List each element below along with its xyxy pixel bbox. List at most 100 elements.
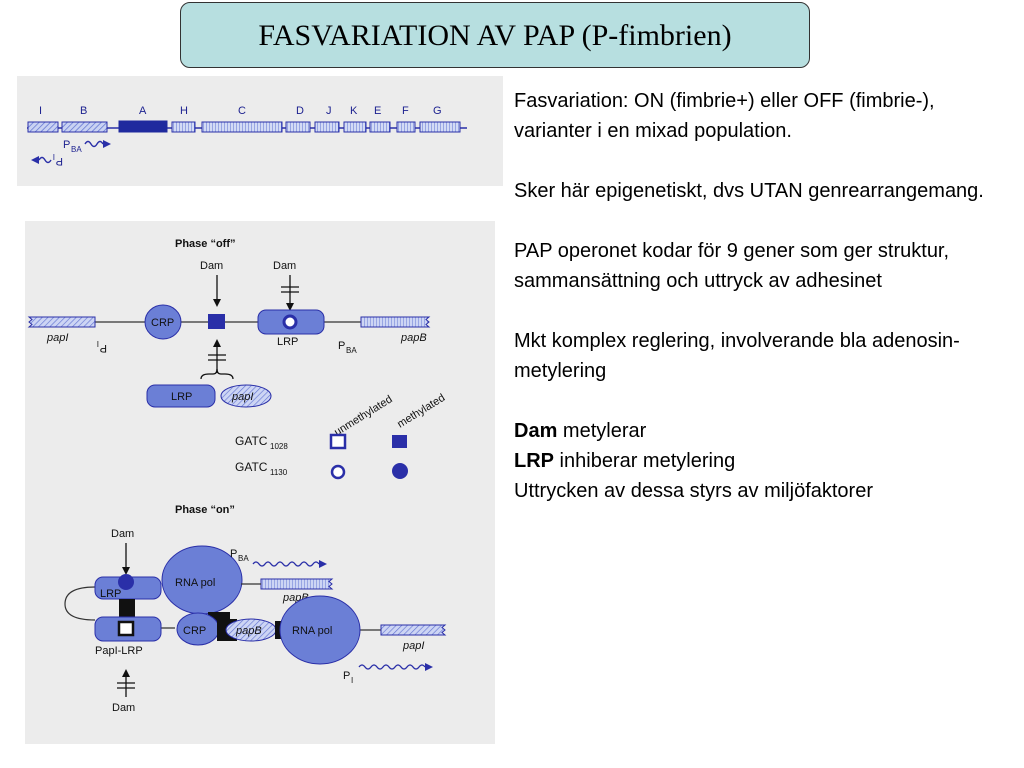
gene-box-e (369, 121, 391, 133)
gatc-unmethylated-on (117, 620, 135, 637)
phase-off-label: Phase “off” (175, 238, 236, 250)
gatc1130-methylated-symbol (392, 463, 408, 479)
promoter-pba-arrow (84, 140, 104, 148)
papi-protein-off (220, 384, 272, 408)
svg-text:P: P (338, 340, 345, 352)
rna-pol-bottom-label: RNA pol (292, 625, 332, 637)
gene-map-svg: I B A H C D J K E F G P BA (27, 105, 467, 167)
gene-box-b (61, 121, 108, 133)
gene-label-f: F (402, 105, 409, 117)
svg-text:1028: 1028 (270, 442, 288, 451)
gatc1028-unmethylated-symbol (329, 433, 347, 450)
papi-protein-label: papI (231, 391, 253, 403)
gatc1130-site-off (282, 314, 298, 330)
title-box: FASVARIATION AV PAP (P-fimbrien) (180, 2, 810, 68)
gene-box-a (118, 120, 168, 133)
svg-text:I: I (97, 339, 99, 348)
pba-label-off: P BA (338, 340, 357, 355)
gene-label-k: K (350, 105, 358, 117)
gene-label-d: D (296, 105, 304, 117)
pi-transcript-on (358, 664, 426, 670)
dam-rest: metylerar (557, 420, 647, 442)
gatc1028-methylated-symbol (392, 435, 407, 448)
gatc-methylated-on (118, 574, 134, 590)
dam-label-on-1: Dam (111, 528, 134, 540)
promoter-pi-label: P I (53, 152, 63, 167)
papi-lrp-label: PapI-LRP (95, 645, 143, 657)
gatc1130-label: GATC 1130 (235, 460, 288, 477)
gene-label-j: J (326, 105, 332, 117)
gene-label-g: G (433, 105, 442, 117)
svg-text:P: P (56, 155, 63, 167)
gene-label-i: I (39, 105, 42, 117)
dna-loop (64, 586, 96, 621)
papb-gene-off (360, 316, 431, 328)
gene-box-j (314, 121, 340, 133)
gene-box-h (171, 121, 196, 133)
svg-text:P: P (230, 548, 237, 560)
lrp-label-on: LRP (100, 588, 121, 600)
gene-box-f (396, 121, 416, 133)
pi-label-on: P I (343, 670, 353, 685)
svg-text:BA: BA (346, 346, 357, 355)
papi-label-off: papI (46, 332, 68, 344)
unmethylated-label: unmethylated (332, 393, 394, 438)
svg-text:P: P (63, 139, 70, 151)
svg-text:1130: 1130 (270, 468, 288, 477)
papb-label-off: papB (400, 332, 427, 344)
papb-protein-label: papB (235, 625, 262, 637)
line-lrp: LRP inhiberar metylering (514, 446, 1014, 476)
pba-label-on: P BA (230, 548, 249, 563)
gene-box-k (343, 121, 367, 133)
dam-bold: Dam (514, 420, 558, 442)
gatc1028-label: GATC 1028 (235, 434, 288, 451)
dam-label-off-2: Dam (273, 260, 296, 272)
papi-gene-on (380, 624, 447, 636)
svg-text:P: P (343, 670, 350, 682)
papi-label-on: papI (402, 640, 424, 652)
svg-text:GATC: GATC (235, 460, 268, 474)
regulation-diagram-svg: Phase “off” Dam Dam papI papB P I CRP LR… (27, 238, 447, 714)
gene-label-b: B (80, 105, 87, 117)
gatc1130-unmethylated-symbol (330, 464, 346, 480)
promoter-pi-arrowhead (31, 156, 39, 164)
svg-text:BA: BA (238, 554, 249, 563)
lrp-bold: LRP (514, 450, 554, 472)
svg-text:I: I (351, 676, 353, 685)
methylated-label: methylated (395, 392, 447, 431)
svg-text:I: I (53, 152, 55, 161)
crp-off (144, 304, 182, 340)
promoter-pi-arrow (38, 156, 52, 164)
gene-label-h: H (180, 105, 188, 117)
lrp-dimer-bridge (119, 599, 135, 619)
lrp-bound-label: LRP (171, 391, 192, 403)
svg-text:P: P (100, 342, 107, 354)
slide-title: FASVARIATION AV PAP (P-fimbrien) (258, 19, 732, 52)
crp-label-off: CRP (151, 317, 174, 329)
lrp-label-off: LRP (277, 336, 298, 348)
dam-label-on-2: Dam (112, 702, 135, 714)
paragraph-epigenetic: Sker här epigenetiskt, dvs UTAN genrearr… (514, 180, 984, 202)
gene-label-a: A (139, 105, 147, 117)
gene-label-c: C (238, 105, 246, 117)
gatc1028-site-off (208, 314, 225, 329)
line-environment: Uttrycken av dessa styrs av miljöfaktore… (514, 480, 873, 502)
pi-label-off: P I (97, 339, 107, 354)
body-text: Fasvariation: ON (fimbrie+) eller OFF (f… (514, 86, 1014, 506)
gene-map-panel: I B A H C D J K E F G P BA (17, 76, 503, 186)
gene-box-i (27, 121, 59, 133)
pba-transcript-on (252, 561, 320, 567)
gene-box-g (419, 121, 461, 133)
rna-pol-top-label: RNA pol (175, 577, 215, 589)
gene-box-d (285, 121, 311, 133)
papb-gene-on (260, 578, 334, 590)
gene-label-e: E (374, 105, 381, 117)
papi-gene-off (27, 316, 96, 328)
regulation-diagram-panel: Phase “off” Dam Dam papI papB P I CRP LR… (25, 221, 495, 744)
paragraph-regulation: Mkt komplex reglering, involverande bla … (514, 330, 960, 382)
crp-label-on: CRP (183, 625, 206, 637)
dam-label-off-1: Dam (200, 260, 223, 272)
line-dam: Dam metylerar (514, 416, 1014, 446)
paragraph-pap-operon: PAP operonet kodar för 9 gener som ger s… (514, 240, 950, 292)
brace (200, 368, 234, 380)
